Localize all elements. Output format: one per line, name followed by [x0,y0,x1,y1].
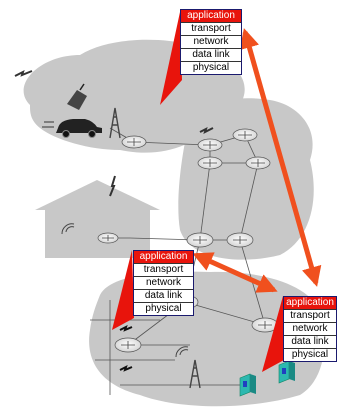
router-icon [226,232,254,248]
layer-physical: physical [145,303,182,314]
cell-tower-icon [189,359,201,389]
wireless-signal-icon [14,70,214,358]
layer-network: network [181,36,241,49]
protocol-stack-right: application transport network data link … [283,296,337,362]
car-icon [42,119,102,138]
layer-network: network [134,277,193,290]
server-icon [239,373,256,397]
router-icon [121,135,147,149]
home-network [35,180,160,258]
router-icon [97,232,119,244]
cell-phone-icon [67,83,87,110]
layer-transport: transport [181,23,241,36]
router-icon [232,128,258,142]
layer-physical: physical [291,349,329,360]
router-icon [114,337,142,353]
layer-application: application [181,10,241,23]
layer-application: application [134,251,193,264]
router-icon [245,156,271,170]
layer-network: network [284,323,336,336]
callout-wedges [112,10,284,372]
router-icon [186,232,214,248]
router-icon [251,317,279,333]
layer-data-link: data link [284,336,336,349]
router-icon [197,156,223,170]
layer-data-link: data link [181,49,241,62]
protocol-stack-top: application transport network data link … [180,9,242,75]
message-arrows [192,28,322,293]
server-icon [278,360,295,384]
protocol-stack-middle: application transport network data link … [133,250,194,316]
layer-physical: physical [192,62,230,73]
layer-data-link: data link [134,290,193,303]
layer-application: application [284,297,336,310]
layer-transport: transport [134,264,193,277]
layer-transport: transport [284,310,336,323]
cell-tower-icon [109,107,121,139]
router-icon [197,138,223,152]
